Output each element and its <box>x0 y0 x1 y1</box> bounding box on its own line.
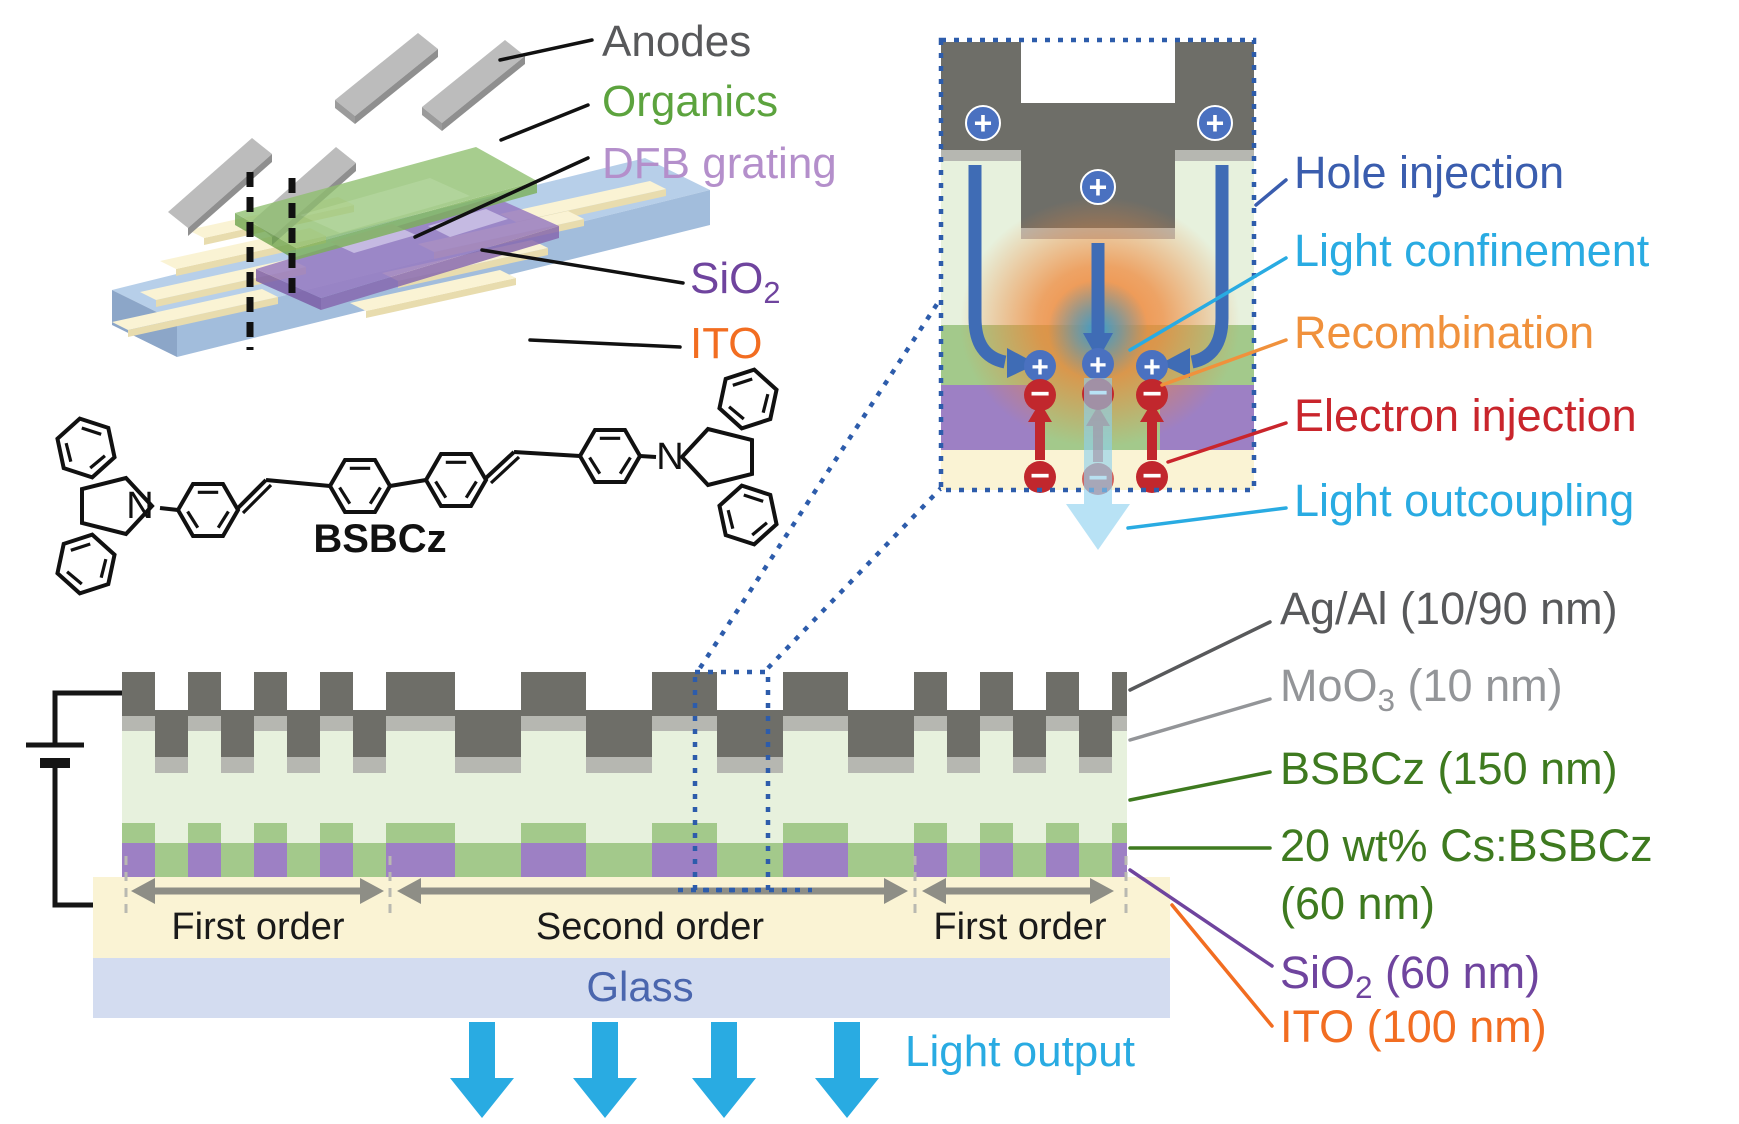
anode-bar <box>335 33 438 124</box>
label-first-order-right: First order <box>933 906 1106 948</box>
label-moo3: MoO3 (10 nm) <box>1280 660 1563 718</box>
svg-text:+: + <box>1089 169 1108 205</box>
grating-first-order-right <box>915 672 1127 877</box>
label-dfb-grating: DFB grating <box>602 139 837 188</box>
order-arrow-first-left <box>131 878 384 904</box>
label-anodes: Anodes <box>602 17 751 66</box>
inset-carrier-dynamics: + + + + + + − − − − − <box>938 37 1650 550</box>
label-ito-3d: ITO <box>690 319 763 368</box>
inset-moo3-strip <box>941 150 1021 161</box>
grating-first-order-left <box>122 672 390 877</box>
label-light-output: Light output <box>905 1027 1135 1076</box>
light-beam <box>1066 378 1130 550</box>
callout-line-ito-layer <box>1170 903 1274 1028</box>
label-cs-bsbcz-line1: 20 wt% Cs:BSBCz <box>1280 820 1653 871</box>
label-glass: Glass <box>586 963 693 1010</box>
svg-text:+: + <box>974 105 993 141</box>
callout-line-ito <box>528 338 682 349</box>
label-electron-injection: Electron injection <box>1294 390 1637 441</box>
phenylene-ring <box>176 482 240 538</box>
callout-line-outcoupling <box>1126 506 1288 530</box>
callout-line-agal <box>1128 620 1272 692</box>
cross-section: First order Second order First order Gla… <box>26 296 1653 1118</box>
label-agal: Ag/Al (10/90 nm) <box>1280 583 1618 634</box>
nitrogen-atom: N <box>126 485 153 527</box>
callout-line-anodes <box>498 38 594 62</box>
carbazole-right <box>682 365 785 549</box>
hole-charges: + + + <box>965 105 1233 205</box>
hole-arrow-left <box>968 165 1007 369</box>
glass-layer <box>93 958 1170 1018</box>
battery <box>26 690 122 908</box>
label-bsbcz-layer: BSBCz (150 nm) <box>1280 743 1618 794</box>
label-ito-layer: ITO (100 nm) <box>1280 1001 1547 1052</box>
callout-line-bsbcz <box>1128 770 1272 802</box>
label-cs-bsbcz-line2: (60 nm) <box>1280 878 1435 929</box>
svg-text:−: − <box>1142 375 1162 413</box>
molecule-name: BSBCz <box>313 517 446 561</box>
light-output-arrow <box>692 1022 756 1118</box>
svg-text:−: − <box>1030 375 1050 413</box>
light-output-arrow <box>450 1022 514 1118</box>
hole-arrow-right <box>1190 165 1229 369</box>
label-organics: Organics <box>602 77 778 126</box>
callout-line-electron <box>1166 421 1288 464</box>
callout-line-sio2-layer <box>1128 868 1274 968</box>
svg-text:+: + <box>1089 349 1107 382</box>
svg-text:+: + <box>1143 351 1161 384</box>
zoom-connector-line <box>698 296 943 670</box>
callout-line-hole <box>1254 178 1288 207</box>
grating-patch <box>428 209 508 237</box>
callout-line-organics <box>499 103 590 142</box>
label-first-order-left: First order <box>171 906 344 948</box>
svg-text:−: − <box>1030 457 1050 495</box>
callout-line-moo3 <box>1128 697 1272 742</box>
svg-text:+: + <box>1206 105 1225 141</box>
label-sio2-layer: SiO2 (60 nm) <box>1280 947 1540 1005</box>
svg-text:+: + <box>1031 351 1049 384</box>
phenylene-ring <box>328 458 392 514</box>
callout-line-sio2 <box>480 248 685 285</box>
light-output-arrow <box>573 1022 637 1118</box>
callout-line-confinement <box>1128 256 1288 352</box>
label-hole-injection: Hole injection <box>1294 147 1564 198</box>
molecule-bsbcz: N N BSBCz <box>49 365 784 598</box>
label-second-order: Second order <box>536 906 764 948</box>
phenylene-ring <box>578 428 642 484</box>
label-light-outcoupling: Light outcoupling <box>1294 475 1634 526</box>
order-arrow-first-right <box>922 878 1114 904</box>
phenylene-ring <box>424 452 488 508</box>
grating-second-order <box>390 672 915 877</box>
nitrogen-atom: N <box>656 436 683 478</box>
inset-moo3-strip <box>1175 150 1254 161</box>
label-sio2-3d: SiO2 <box>690 254 781 310</box>
callout-line-dfb <box>413 156 590 239</box>
zoom-connector-line <box>766 486 943 670</box>
light-output-arrows <box>450 1022 879 1118</box>
label-recombination: Recombination <box>1294 307 1594 358</box>
label-light-confinement: Light confinement <box>1294 225 1650 276</box>
svg-text:−: − <box>1142 457 1162 495</box>
device-3d-view: Anodes Organics DFB grating SiO2 ITO <box>112 17 837 368</box>
light-output-arrow <box>815 1022 879 1118</box>
inset-border <box>938 37 1257 493</box>
callout-line-recombination <box>1160 338 1288 387</box>
